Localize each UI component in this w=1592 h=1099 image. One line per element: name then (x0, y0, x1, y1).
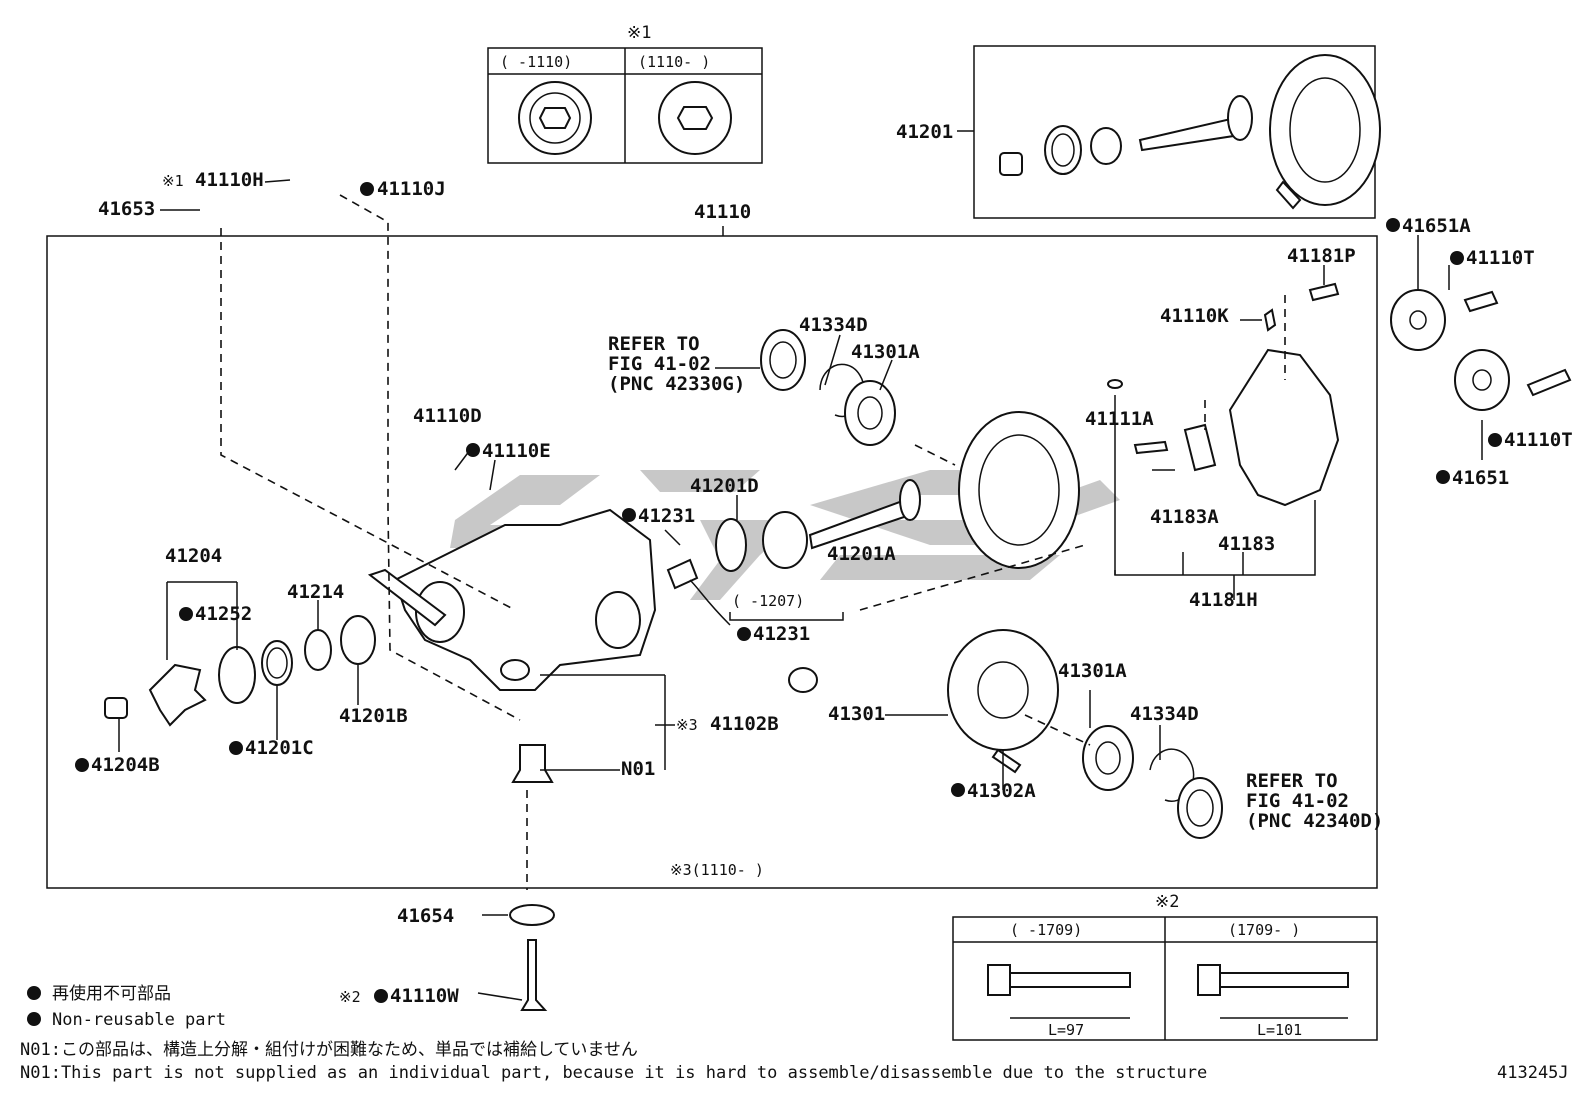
assembly-frame (46, 235, 1378, 889)
legend: 再使用不可部品 Non-reusable part N01:この部品は、構造上分… (20, 983, 1569, 1083)
bolt-length-right: L=101 (1257, 1021, 1302, 1039)
label-41204: 41204 (165, 545, 222, 567)
label-41653: 41653 (98, 198, 155, 220)
label-41252: 41252 (195, 603, 252, 625)
asterisk-1-mark: ※1 (162, 172, 184, 190)
non-reusable-dot (622, 508, 636, 522)
label-41110T-upper: 41110T (1466, 247, 1535, 269)
label-41201A: 41201A (827, 543, 896, 565)
label-41183: 41183 (1218, 533, 1275, 555)
label-41334D-lower: 41334D (1130, 703, 1199, 725)
label-41111A: 41111A (1085, 408, 1154, 430)
inset-1-left-range: ( -1110) (500, 53, 572, 71)
refer-right-line3: (PNC 42340D) (1246, 810, 1383, 832)
non-reusable-dot (1450, 251, 1464, 265)
label-41654: 41654 (397, 905, 454, 927)
label-41110D: 41110D (413, 405, 482, 427)
note-n01-jp: N01:この部品は、構造上分解・組付けが困難なため、単品では補給していません (20, 1040, 638, 1060)
label-41334D-upper: 41334D (799, 314, 868, 336)
non-reusable-dot (1488, 433, 1502, 447)
label-41110J: 41110J (377, 178, 446, 200)
inset-1-title: ※1 (627, 23, 651, 43)
label-41110W: 41110W (390, 985, 459, 1007)
note-n01-en: N01:This part is not supplied as an indi… (20, 1063, 1207, 1083)
flange-parts-left (104, 615, 555, 1011)
non-reusable-dot (951, 783, 965, 797)
legend-en: Non-reusable part (52, 1010, 226, 1030)
refer-left-line1: REFER TO (608, 333, 700, 355)
label-41110: 41110 (694, 201, 751, 223)
label-41301A-upper: 41301A (851, 341, 920, 363)
figure-code: 413245J (1497, 1063, 1569, 1083)
non-reusable-dot (374, 989, 388, 1003)
non-reusable-dot (1386, 218, 1400, 232)
inset-2-title: ※2 (1155, 892, 1179, 912)
bolt-length-left: L=97 (1048, 1021, 1084, 1039)
asterisk-2-mark: ※2 (339, 988, 361, 1006)
label-41214: 41214 (287, 581, 344, 603)
non-reusable-dot (360, 182, 374, 196)
label-N01: N01 (621, 758, 655, 780)
label-41201: 41201 (896, 121, 953, 143)
inset-1-right-range: (1110- ) (638, 53, 710, 71)
label-41301A-lower: 41301A (1058, 660, 1127, 682)
label-41110E: 41110E (482, 440, 551, 462)
label-41302A: 41302A (967, 780, 1036, 802)
label-41183A: 41183A (1150, 506, 1219, 528)
inset-2: ※2 ( -1709) (1709- ) L=97 L=101 (952, 892, 1378, 1041)
inset-2-right-range: (1709- ) (1228, 921, 1300, 939)
label-41110H: 41110H (195, 169, 264, 191)
non-reusable-dot (75, 758, 89, 772)
label-41201D: 41201D (690, 475, 759, 497)
differential-cover (1107, 282, 1340, 600)
part-labels: 41653 ※1 41110H 41110J 41110 41201 41651… (75, 121, 1573, 1007)
label-41201B: 41201B (339, 705, 408, 727)
gear-parts-center (666, 329, 1223, 839)
label-41301: 41301 (828, 703, 885, 725)
non-reusable-dot (737, 627, 751, 641)
companion-parts-right (1390, 235, 1572, 460)
frame-3-note: ※3(1110- ) (670, 861, 764, 879)
label-41102B: 41102B (710, 713, 779, 735)
non-reusable-dot (179, 607, 193, 621)
carrier-housing (367, 508, 657, 691)
label-41110T-lower: 41110T (1504, 429, 1573, 451)
label-41204B: 41204B (91, 754, 160, 776)
range-1207: ( -1207) (732, 592, 804, 610)
label-41231-lower: 41231 (753, 623, 810, 645)
label-41181H: 41181H (1189, 589, 1258, 611)
inset-1: ※1 ( -1110) (1110- ) (487, 23, 763, 164)
refer-right-line1: REFER TO (1246, 770, 1338, 792)
refer-right-line2: FIG 41-02 (1246, 790, 1349, 812)
legend-jp: 再使用不可部品 (52, 983, 171, 1004)
refer-left-line2: FIG 41-02 (608, 353, 711, 375)
label-41181P: 41181P (1287, 245, 1356, 267)
inset-2-left-range: ( -1709) (1010, 921, 1082, 939)
inset-41201 (957, 45, 1381, 219)
label-41201C: 41201C (245, 737, 314, 759)
label-41231-upper: 41231 (638, 505, 695, 527)
label-41110K: 41110K (1160, 305, 1229, 327)
non-reusable-dot (229, 741, 243, 755)
asterisk-3-mark: ※3 (676, 716, 698, 734)
leader-lines (118, 179, 1325, 1001)
label-41651: 41651 (1452, 467, 1509, 489)
non-reusable-dot (1436, 470, 1450, 484)
non-reusable-dot (466, 443, 480, 457)
label-41651A: 41651A (1402, 215, 1471, 237)
refer-left-line3: (PNC 42330G) (608, 373, 745, 395)
assembly-guide-lines (220, 194, 1286, 890)
